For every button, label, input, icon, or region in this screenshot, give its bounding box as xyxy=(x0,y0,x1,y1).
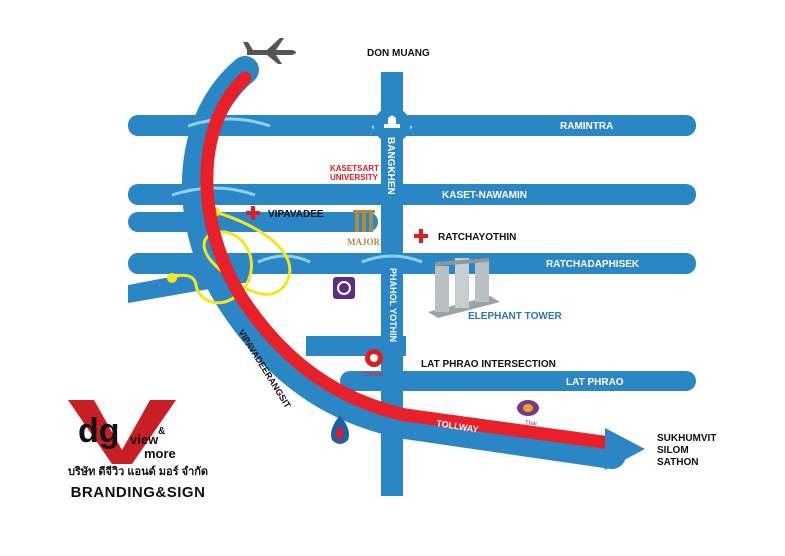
airplane-icon xyxy=(243,38,296,64)
bank-icon xyxy=(333,277,355,299)
central-logo-icon xyxy=(365,349,383,367)
label-lat-phrao-intersection: LAT PHRAO INTERSECTION xyxy=(421,359,556,370)
logo-amp: & xyxy=(158,426,165,437)
logo-brand: BRANDING&SIGN xyxy=(70,484,206,501)
label-don-muang: DON MUANG xyxy=(367,48,430,59)
loop-end-left xyxy=(167,273,177,283)
logo-more: more xyxy=(144,446,176,461)
label-vipavadee: VIPAVADEE xyxy=(268,209,324,220)
overpass-arc-4 xyxy=(361,254,423,264)
label-kasetsart-1: KASETSART xyxy=(330,164,379,173)
overpass-arc-1 xyxy=(187,117,271,128)
monument-icon xyxy=(384,115,400,128)
label-bangkhen: BANGKHEN xyxy=(385,137,396,195)
label-major: MAJOR xyxy=(347,237,380,247)
logo-view: view xyxy=(130,432,159,447)
label-elephant-tower: ELEPHANT TOWER xyxy=(468,311,562,322)
road-kaset-nawamin xyxy=(128,184,696,205)
label-thai: Thai xyxy=(525,421,537,427)
elephant-tower-icon xyxy=(428,258,500,318)
road-phahol-yothin xyxy=(381,72,403,496)
hospital-icon-ratchayothin xyxy=(414,229,428,243)
label-ratchayothin: RATCHAYOTHIN xyxy=(438,232,516,243)
label-kasetsart-2: UNIVERSITY xyxy=(330,173,379,182)
logo-letters: dg xyxy=(78,412,120,450)
label-sukhumvit: SUKHUMVIT xyxy=(657,433,716,444)
hospital-icon-vipavadee xyxy=(246,206,260,220)
tollway-line xyxy=(200,71,617,450)
road-lat-phrao xyxy=(340,371,696,391)
label-lat-phrao: LAT PHRAO xyxy=(566,377,624,388)
logo-mark-icon: dg view & more xyxy=(68,400,176,464)
road-ramintra xyxy=(128,115,696,136)
road-network xyxy=(128,56,696,496)
logo-thai-name: บริษัท ดีจีวิว แอนด์ มอร์ จำกัด xyxy=(67,466,209,478)
label-phahol-yothin: PHAHOL YOTHIN xyxy=(388,268,398,342)
direction-arrow xyxy=(605,428,645,470)
label-sathon: SATHON xyxy=(657,457,698,468)
ptt-logo-icon xyxy=(331,415,349,444)
company-logo: dg view & more บริษัท ดีจีวิว แอนด์ มอร์… xyxy=(58,398,218,518)
label-silom: SILOM xyxy=(657,445,689,456)
major-logo-icon xyxy=(353,210,375,232)
overpass-arc-2 xyxy=(171,186,256,197)
label-central: Central xyxy=(364,372,383,378)
thai-airways-logo-icon xyxy=(517,400,539,416)
label-kaset-nawamin: KASET-NAWAMIN xyxy=(442,190,527,201)
label-ramintra: RAMINTRA xyxy=(560,121,613,132)
label-ratchadaphisek: RATCHADAPHISEK xyxy=(546,259,640,270)
